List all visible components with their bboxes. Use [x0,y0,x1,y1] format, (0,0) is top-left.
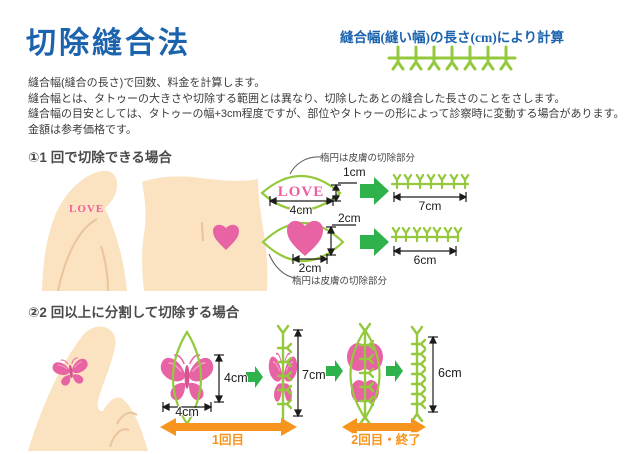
torso-illustration [142,176,268,291]
dim-label-7cm-2: 7cm [302,368,326,382]
dim-label-6cm: 6cm [413,253,437,267]
excision-diagram-heart [261,220,463,279]
shoulder-illustration [42,170,127,292]
stage1-arrow [160,418,297,436]
dim-label-6cm-2: 6cm [438,366,462,380]
suture-scale-icon [387,45,517,71]
butterfly-second-excision [326,322,438,436]
intro-text: 縫合幅(縫合の長さ)で回数、料金を計算します。 縫合幅とは、タトゥーの大きさや切… [28,76,624,138]
suture-final [410,325,427,423]
love-tattoo-excision: LOVE [277,184,325,200]
annotation-ellipse-note-2: 楕円は皮膚の切除部分 [292,276,388,287]
dim-label-4cm: 4cm [289,203,313,217]
dimension-arrow-4cm [268,196,335,206]
dim-label-7cm: 7cm [418,199,442,213]
calc-note-text: 縫合幅(縫い幅)の長さ(cm)により計算 [340,30,564,45]
arm-illustration [28,326,148,451]
dimension-arrow-4cm-width [161,402,213,412]
dim-label-1cm: 1cm [343,165,366,179]
green-arrow-icon [386,360,403,382]
dimension-arrow-4cm-height [214,353,224,404]
intro-line: 金額は参考価格です。 [28,123,137,136]
suture-line-7cm [390,173,470,190]
dim-label-4cm-width: 4cm [175,405,199,419]
dim-label-2cm-height: 2cm [338,211,361,225]
intro-line: 縫合幅とは、タトゥーの大きさや切除する範囲とは異なり、切除したあとの縫合した長さ… [28,92,566,105]
section2-heading: ②2 回以上に分割して切除する場合 [28,305,240,320]
suture-line-6cm [390,226,463,243]
love-tattoo-shoulder: LOVE [69,203,105,215]
green-arrow-icon [246,366,263,388]
dimension-arrow-2cm-width [291,254,329,264]
dimension-arrow-1cm [331,182,357,203]
intro-line: 縫合幅(縫合の長さ)で回数、料金を計算します。 [28,77,266,89]
dimension-arrow-7cm [392,192,468,202]
heart-tattoo-excision [287,220,323,256]
dimension-arrow-2cm-height [326,224,356,257]
stage2-arrow [342,418,426,436]
dim-label-4cm-height: 4cm [224,371,248,385]
section1-heading: ①1 回で切除できる場合 [28,150,172,165]
excision-diagram-love [260,156,470,212]
stage1-label: 1回目 [212,433,244,447]
page-title: 切除縫合法 [26,27,191,60]
annotation-ellipse-note-1: 楕円は皮膚の切除部分 [320,153,416,164]
stage2-label: 2回目・終了 [351,433,421,447]
heart-tattoo-torso [213,224,239,250]
dimension-arrow-6cm [392,246,458,256]
intro-line: 縫合幅の目安としては、タトゥーの幅+3cm程度ですが、部位やタトゥーの形によって… [28,108,625,120]
green-arrow-icon [360,228,389,256]
dimension-arrow-7cm-height [293,328,303,418]
dim-label-2cm-width: 2cm [298,261,322,275]
green-arrow-icon [360,177,389,205]
green-arrow-icon [326,360,343,382]
dimension-arrow-6cm-height [428,335,438,414]
butterfly-sutured [160,324,303,436]
